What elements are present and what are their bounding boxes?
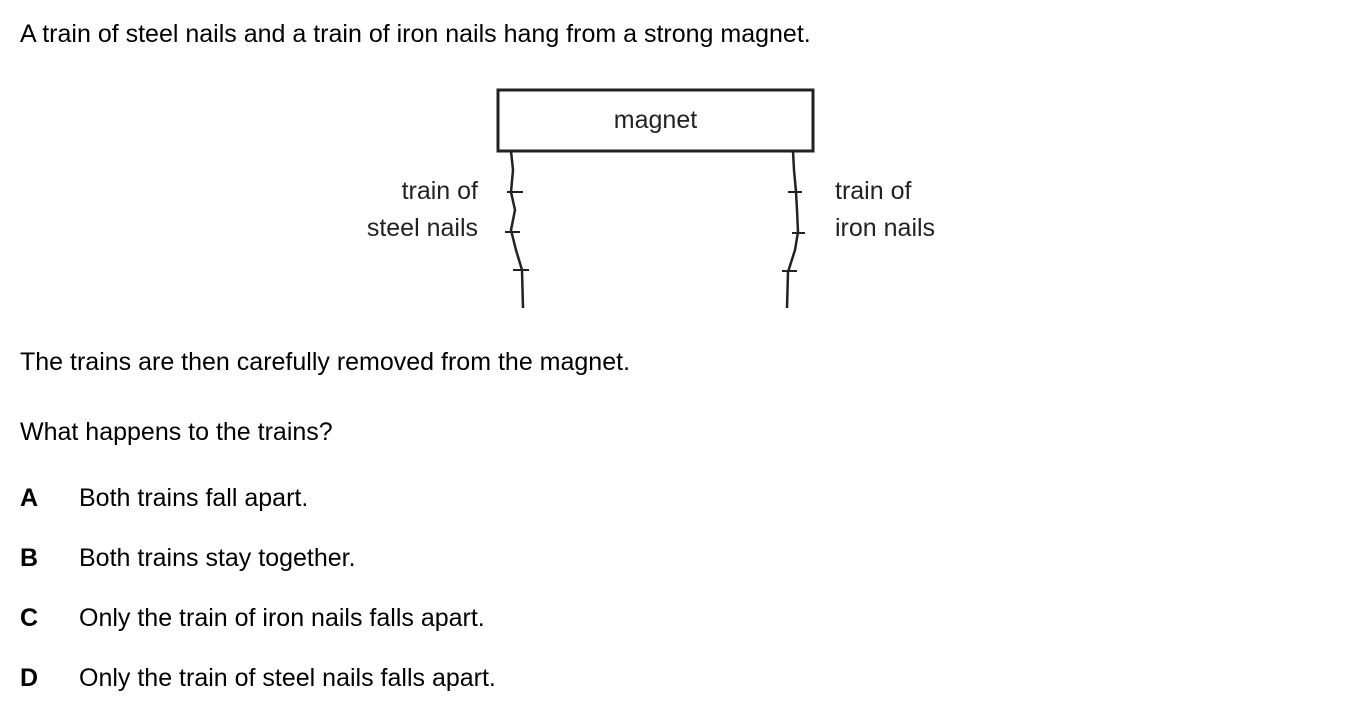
magnet-label: magnet [613,106,698,134]
option-letter: A [20,484,39,512]
steel-label-line1: train of [401,177,478,205]
option-letter: D [20,664,39,692]
option-text: Only the train of steel nails falls apar… [79,664,496,692]
magnet-bar [496,88,815,153]
magnet-diagram: magnet train of steel nails train of iro… [330,80,980,320]
option-letter: B [20,544,39,572]
diagram-drawing [496,88,815,309]
question-stem: A train of steel nails and a train of ir… [20,20,811,48]
iron-nails-label: train of iron nails [835,173,935,247]
option-text: Both trains stay together. [79,544,356,572]
option-text: Both trains fall apart. [79,484,309,512]
iron-label-line1: train of [835,177,912,205]
followup-text: The trains are then carefully removed fr… [20,348,631,376]
option-letter: C [20,604,39,632]
steel-nail-train [509,150,525,309]
option-text: Only the train of iron nails falls apart… [79,604,485,632]
question-prompt: What happens to the trains? [20,418,333,446]
iron-nail-train [785,150,800,309]
steel-label-line2: steel nails [366,214,478,242]
steel-nails-label: train of steel nails [330,173,478,247]
iron-label-line2: iron nails [835,214,936,242]
